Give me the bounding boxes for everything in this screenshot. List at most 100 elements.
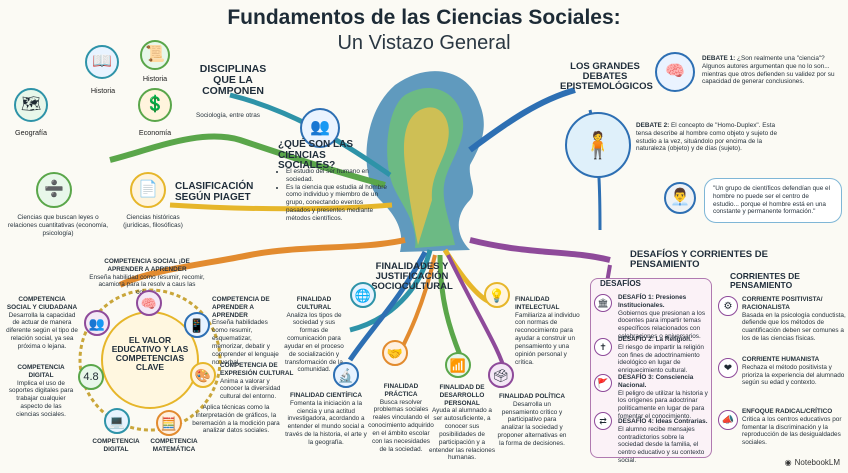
finalidad-intelectual-text: Familiariza al individuo con normas de r… <box>515 311 580 366</box>
group-icon: 👥 <box>84 310 110 336</box>
people-icon: 👥 <box>300 108 340 148</box>
desafios-panel <box>590 278 712 458</box>
competencias-center: EL VALOR EDUCATIVO Y LAS COMPETENCIAS CL… <box>111 335 189 372</box>
competencia-social-title: COMPETENCIA SOCIAL Y CIUDADANA <box>6 296 78 311</box>
desafios-subheading: DESAFÍOS <box>600 279 641 288</box>
finalidad-intelectual: FINALIDAD INTELECTUAL Familiariza al ind… <box>515 296 587 366</box>
document-icon: 📄 <box>130 172 166 208</box>
desafio-2-text: El riesgo de impartir la religión con fi… <box>618 343 704 375</box>
finalidad-politica-title: FINALIDAD POLÍTICA <box>498 393 566 400</box>
microscope-icon: 🔬 <box>333 362 359 388</box>
handshake-icon: 🤝 <box>382 340 408 366</box>
competencia-matematica: COMPETENCIA MATEMÁTICA <box>150 438 198 453</box>
debate-quote: "Un grupo de científicos defendían que e… <box>704 178 842 224</box>
gears-icon: ⚙ <box>718 296 738 316</box>
ballot-icon: 🗳 <box>488 362 514 388</box>
notebooklm-logo-icon: ◉ <box>784 458 792 467</box>
tablet-icon: 📱 <box>184 312 210 338</box>
debate-2-text: El concepto de "Homo-Duplex". Esta tensa… <box>636 122 778 153</box>
competencia-digital-text: Implica el uso de soportes digitales par… <box>8 379 74 418</box>
disciplinas-note: Sociología, entre otras <box>196 112 260 119</box>
brain-small-icon: 🧠 <box>136 290 162 316</box>
flag-icon: 🚩 <box>594 374 612 392</box>
competencia-aprender-top-title: COMPETENCIA SOCIAL ¡DE APRENDER A APREND… <box>104 258 190 273</box>
discipline-geografia: Geografía <box>15 128 47 137</box>
corriente-3-title: ENFOQUE RADICAL/CRÍTICO <box>742 408 833 415</box>
desafio-3-title: DESAFÍO 3: Consciencia Nacional. <box>618 374 694 389</box>
heart-hand-icon: ❤ <box>718 358 738 378</box>
cross-icon: ✝ <box>594 338 612 356</box>
desafio-1-text: Gobiernos que presionan a los docentes p… <box>618 309 706 341</box>
finalidad-practica-title: FINALIDAD PRÁCTICA <box>383 383 419 398</box>
megaphone-icon: 📣 <box>718 410 738 430</box>
clasificacion-left: Ciencias que buscan leyes o relaciones c… <box>7 214 109 237</box>
book-icon: 📖 <box>85 45 119 79</box>
finalidad-politica-text: Desarrolla un pensamiento crítico y part… <box>497 400 567 447</box>
scroll-icon: 📜 <box>140 40 170 70</box>
competencia-digital: COMPETENCIA DIGITAL Implica el uso de so… <box>8 364 74 419</box>
math-icon: ➗ <box>36 172 72 208</box>
debate-2: DEBATE 2: El concepto de "Homo-Duplex". … <box>636 122 786 153</box>
map-icon: 🗺 <box>14 88 48 122</box>
corriente-1: CORRIENTE POSITIVISTA/ RACIONALISTA Basa… <box>742 296 846 343</box>
globe-icon: 🌐 <box>350 282 376 308</box>
corriente-2: CORRIENTE HUMANISTA Rechaza el método po… <box>742 356 846 387</box>
arrows-icon: ⇄ <box>594 412 612 430</box>
clasificacion-right: Ciencias históricas (jurídicas, filosófi… <box>123 214 183 229</box>
competencia-aprender: COMPETENCIA DE APRENDER A APRENDER Enseñ… <box>212 296 284 366</box>
digital-badge-icon: 4.8 <box>78 364 104 390</box>
page-title: Fundamentos de las Ciencias Sociales: <box>227 6 621 29</box>
money-icon: 💲 <box>138 88 172 122</box>
desafio-1-title: DESAFÍO 1: Presiones Institucionales. <box>618 294 687 309</box>
disciplinas-heading: DISCIPLINAS QUE LA COMPONEN <box>199 63 267 98</box>
competencia-social-text: Desarrolla la capacidad de actuar de man… <box>6 311 78 350</box>
brand-label: NotebookLM <box>794 458 840 467</box>
finalidad-cientifica: FINALIDAD CIENTÍFICA Fomenta la iniciaci… <box>285 392 367 447</box>
brand-watermark: ◉ NotebookLM <box>785 458 840 467</box>
desafio-2-title: DESAFÍO 2: La Religión. <box>618 336 692 343</box>
finalidad-practica-text: Busca resolver problemas sociales reales… <box>368 398 434 453</box>
desafio-1: DESAFÍO 1: Presiones Institucionales. Go… <box>618 294 710 341</box>
brain-icon: 🧠 <box>655 52 695 92</box>
desafio-4: DESAFÍO 4: Ideas Contrarias. El alumno r… <box>618 418 710 465</box>
debate-2-title: DEBATE 2: <box>636 122 670 129</box>
stairs-icon: 📶 <box>445 352 471 378</box>
finalidad-desarrollo: FINALIDAD DE DESARROLLO PERSONAL Ayuda a… <box>428 384 496 462</box>
desafio-3: DESAFÍO 3: Consciencia Nacional. El peli… <box>618 374 710 421</box>
finalidad-cultural-text: Analiza los tipos de sociedad y sus form… <box>284 311 344 374</box>
scientist-icon: 👨‍💼 <box>664 182 696 214</box>
finalidad-cultural: FINALIDAD CULTURAL Analiza los tipos de … <box>283 296 345 374</box>
debates-heading: LOS GRANDES DEBATES EPISTEMOLÓGICOS <box>560 61 653 92</box>
homo-duplex-icon: 🧍 <box>565 112 631 178</box>
page-subtitle: Un Vistazo General <box>337 32 511 54</box>
corriente-1-title: CORRIENTE POSITIVISTA/ RACIONALISTA <box>742 296 823 311</box>
competencia-digital-2: COMPETENCIA DIGITAL <box>92 438 140 453</box>
corriente-3: ENFOQUE RADICAL/CRÍTICO Critica a los ce… <box>742 408 846 447</box>
building-icon: 🏛 <box>594 294 612 312</box>
competencia-digital-title: COMPETENCIA DIGITAL <box>17 364 65 379</box>
clasificacion-heading: CLASIFICACIÓN SEGÚN PIAGET <box>175 181 254 203</box>
competencia-expresion-title: COMPETENCIA DE EXPRESIÓN CULTURAL <box>220 362 294 377</box>
corriente-3-text: Critica a los centros educativos por fom… <box>742 415 842 447</box>
debate-1: DEBATE 1: ¿Son realmente una "ciencia"? … <box>702 55 844 86</box>
discipline-historia-2: Historia <box>142 74 168 83</box>
desafio-3-text: El peligro de utilizar la historia y los… <box>618 389 708 421</box>
corrientes-heading: CORRIENTES DE PENSAMIENTO <box>730 271 800 290</box>
discipline-economia: Economía <box>138 128 172 137</box>
finalidades-heading: FINALIDADES Y JUSTIFICACIÓN SOCIOCULTURA… <box>371 261 453 292</box>
finalidad-cientifica-title: FINALIDAD CIENTÍFICA <box>289 392 363 399</box>
que-son-list: El estudio del ser humano en sociedad. E… <box>280 168 388 223</box>
finalidad-intelectual-title: FINALIDAD INTELECTUAL <box>515 296 560 311</box>
desafio-4-text: El alumno recibe mensajes contradictorio… <box>618 425 705 465</box>
finalidad-politica: FINALIDAD POLÍTICA Desarrolla un pensami… <box>496 393 568 448</box>
corriente-2-text: Rechaza el método positivista y prioriza… <box>742 363 845 387</box>
finalidad-desarrollo-text: Ayuda al alumnado a ser autosuficiente, … <box>428 407 496 462</box>
que-son-bullet: Es la ciencia que estudia al hombre como… <box>286 184 388 223</box>
competencia-social: COMPETENCIA SOCIAL Y CIUDADANA Desarroll… <box>6 296 78 351</box>
desafios-heading: DESAFÍOS Y CORRIENTES DE PENSAMIENTO <box>630 249 768 270</box>
desafio-4-title: DESAFÍO 4: Ideas Contrarias. <box>618 418 708 425</box>
finalidad-desarrollo-title: FINALIDAD DE DESARROLLO PERSONAL <box>439 384 485 407</box>
corriente-2-title: CORRIENTE HUMANISTA <box>742 356 820 363</box>
finalidad-cultural-title: FINALIDAD CULTURAL <box>296 296 332 311</box>
